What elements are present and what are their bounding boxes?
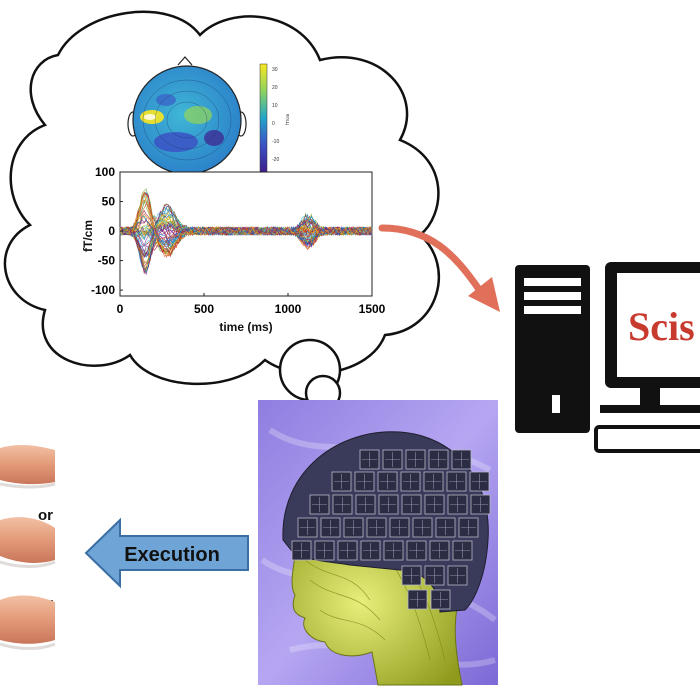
arrowhead — [468, 277, 500, 312]
sensor-grid-line — [404, 497, 419, 512]
meg-topomap: 30 20 10 0 -10 -20 fT/cm — [127, 56, 290, 175]
execution-arrow: Execution — [84, 517, 249, 589]
meg-helmet-head-image — [258, 400, 498, 686]
colorbar-tick: 0 — [272, 121, 275, 127]
monitor-screen-text: Scis — [628, 304, 695, 349]
y-tick-label: 100 — [95, 165, 115, 179]
sensor-grid-line — [335, 497, 350, 512]
sensor-grid-line — [312, 497, 327, 512]
sensor-grid-line — [450, 497, 465, 512]
meg-channel-trace — [119, 213, 373, 236]
sensor-grid-line — [294, 543, 309, 558]
x-tick-label: 500 — [194, 302, 214, 316]
meg-channel-trace — [119, 221, 373, 248]
sensor-grid-line — [449, 474, 464, 489]
sensor-grid-line — [300, 520, 315, 535]
x-tick-label: 0 — [117, 302, 124, 316]
colorbar-top-tick: 30 — [272, 67, 278, 73]
monitor-screen — [617, 273, 700, 377]
meg-traces — [119, 188, 373, 276]
sensor-grid-line — [472, 474, 487, 489]
hand-gesture-options: or or — [0, 444, 56, 650]
sensor-grid-line — [381, 497, 396, 512]
sensor-grid-line — [455, 543, 470, 558]
sensor-grid-line — [380, 474, 395, 489]
sensor-grid-line — [334, 474, 349, 489]
meg-sensors — [291, 449, 491, 610]
x-tick-label: 1500 — [359, 302, 386, 316]
sensor-grid-line — [363, 543, 378, 558]
hand-gesture-2 — [0, 517, 56, 568]
sensor-grid-line — [386, 543, 401, 558]
sensor-grid-line — [427, 568, 442, 583]
y-tick-label: 0 — [108, 224, 115, 238]
computer: Scis — [515, 262, 700, 453]
sensor-grid-line — [427, 497, 442, 512]
sensor-grid-line — [340, 543, 355, 558]
colorbar-tick: -10 — [272, 139, 279, 145]
sensor-grid-line — [346, 520, 361, 535]
sensor-grid-line — [409, 543, 424, 558]
or-label: or — [38, 507, 53, 524]
sensor-grid-line — [410, 592, 425, 607]
colorbar-unit: fT/cm — [285, 114, 290, 125]
sensor-grid-line — [432, 543, 447, 558]
y-axis-label: fT/cm — [81, 220, 95, 252]
sensor-grid-line — [473, 497, 488, 512]
hand-gesture-1 — [0, 444, 56, 489]
x-axis-label: time (ms) — [219, 320, 272, 334]
sensor-grid-line — [369, 520, 384, 535]
x-tick-label: 1000 — [275, 302, 302, 316]
colorbar — [259, 63, 268, 173]
y-tick-label: 50 — [102, 195, 116, 209]
sensor-grid-line — [392, 520, 407, 535]
sensor-grid-line — [323, 520, 338, 535]
sensor-grid-line — [461, 520, 476, 535]
execution-label: Execution — [124, 544, 220, 566]
sensor-grid-line — [404, 568, 419, 583]
colorbar-tick: 10 — [272, 103, 278, 109]
sensor-grid-line — [358, 497, 373, 512]
sensor-grid-line — [408, 452, 423, 467]
colorbar-tick: 20 — [272, 85, 278, 91]
sensor-grid-line — [454, 452, 469, 467]
sensor-grid-line — [317, 543, 332, 558]
sensor-grid-line — [433, 592, 448, 607]
sensor-grid-line — [438, 520, 453, 535]
sensor-grid-line — [426, 474, 441, 489]
sensor-grid-line — [450, 568, 465, 583]
sensor-grid-line — [362, 452, 377, 467]
sensor-grid-line — [385, 452, 400, 467]
meg-channel-trace — [119, 191, 373, 247]
meg-channel-trace — [119, 193, 373, 254]
sensor-grid-line — [357, 474, 372, 489]
sensor-grid-line — [415, 520, 430, 535]
hand-gesture-3 — [0, 595, 56, 650]
sensor-grid-line — [403, 474, 418, 489]
colorbar-tick: -20 — [272, 157, 279, 163]
thought-to-computer-arrow — [378, 224, 482, 292]
y-tick-label: -100 — [91, 283, 115, 297]
sensor-grid-line — [431, 452, 446, 467]
keyboard — [594, 425, 700, 453]
y-tick-label: -50 — [98, 254, 116, 268]
